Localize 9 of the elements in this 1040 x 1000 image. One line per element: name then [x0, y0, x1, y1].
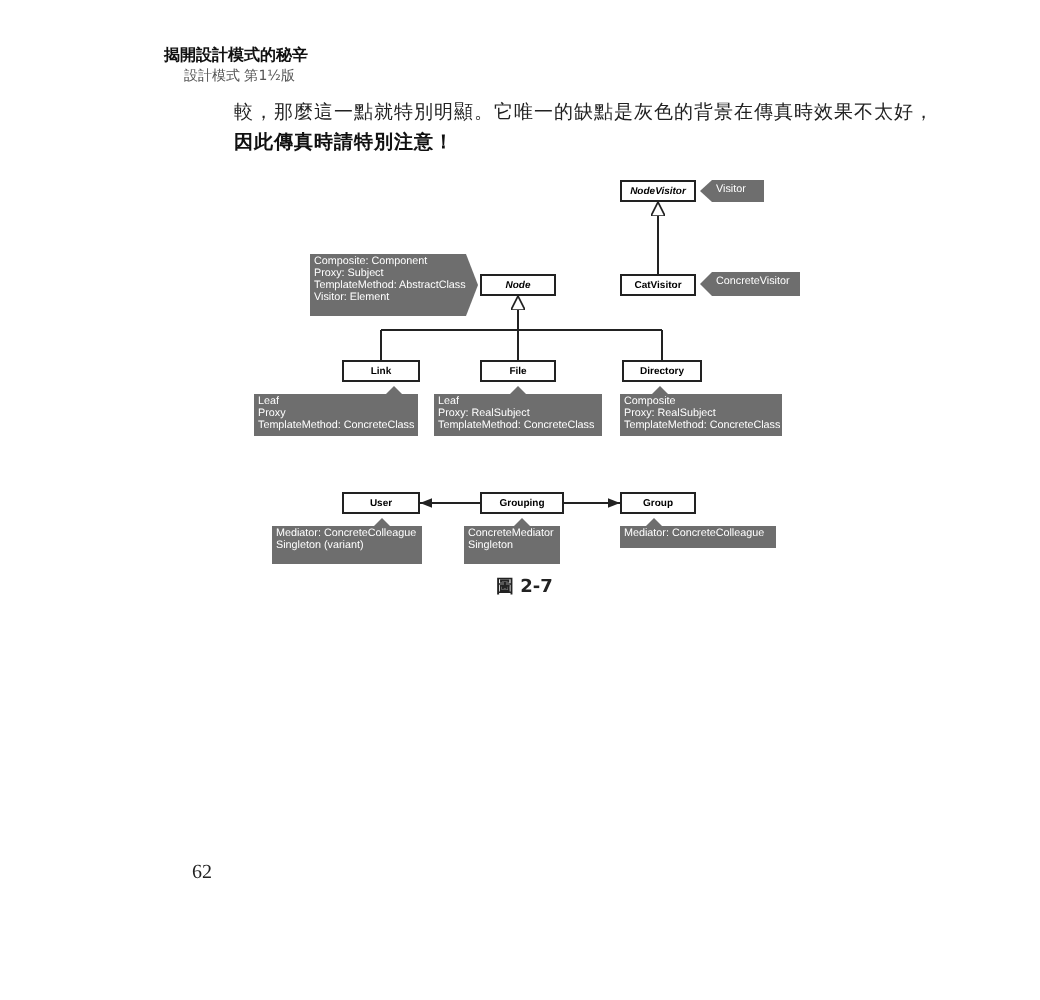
inheritance-arrow [650, 201, 666, 275]
association-arrow [563, 498, 621, 508]
body-text: 較，那麼這一點就特別明顯。它唯一的缺點是灰色的背景在傳真時效果不太好， [234, 100, 934, 126]
running-header: 揭開設計模式的秘辛 [164, 44, 308, 66]
inheritance-arrow [380, 295, 663, 361]
association-arrow [419, 498, 481, 508]
figure-caption: 圖 2-7 [496, 575, 553, 600]
body-text: 因此傳真時請特別注意！ [234, 130, 454, 156]
page-number: 62 [192, 862, 212, 884]
